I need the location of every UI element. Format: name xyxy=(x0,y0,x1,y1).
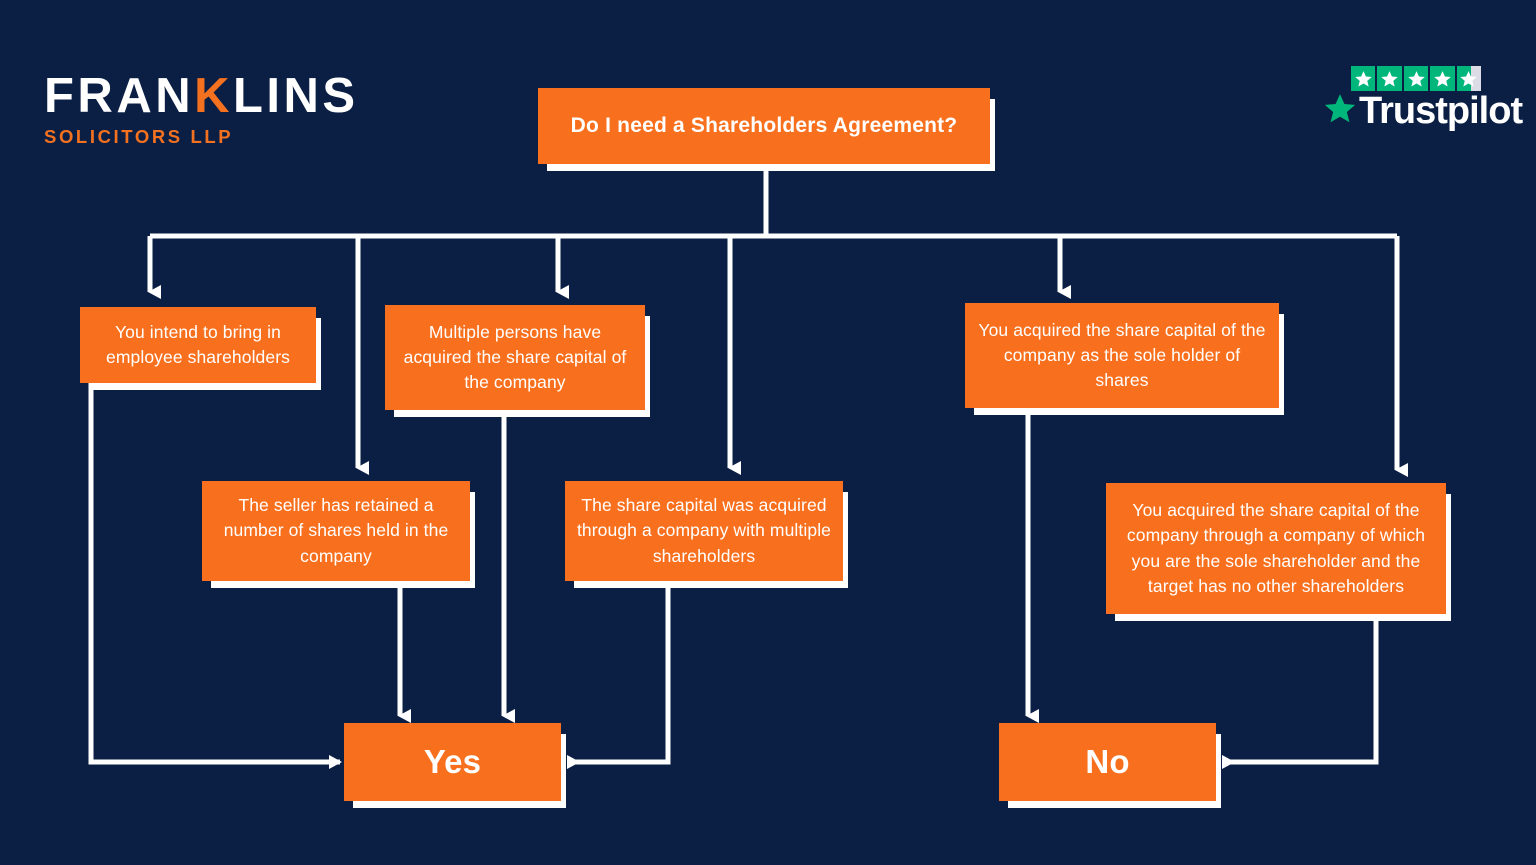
trustpilot-star-icon xyxy=(1323,92,1357,130)
node-multiple-persons-acquired[interactable]: Multiple persons have acquired the share… xyxy=(385,305,645,410)
star-icon xyxy=(1377,66,1402,91)
trustpilot-badge[interactable]: Trustpilot xyxy=(1323,66,1523,130)
half-star-icon xyxy=(1456,66,1482,91)
logo-wordmark: FRANKLINS xyxy=(44,72,359,121)
node-label: The seller has retained a number of shar… xyxy=(223,495,449,566)
node-label: Multiple persons have acquired the share… xyxy=(403,321,627,392)
edge-c6-to-no xyxy=(1222,614,1379,769)
node-title-question[interactable]: Do I need a Shareholders Agreement? xyxy=(538,88,990,164)
node-outcome-yes[interactable]: Yes xyxy=(344,723,561,801)
logo-tagline: SOLICITORS LLP xyxy=(44,126,234,147)
logo-word-part1: FRAN xyxy=(44,69,195,123)
node-seller-retained-shares[interactable]: The seller has retained a number of shar… xyxy=(202,481,470,581)
node-label: No xyxy=(1085,743,1130,781)
franklins-logo: FRANKLINS SOLICITORS LLP xyxy=(44,72,359,147)
node-label: You acquired the share capital of the co… xyxy=(1126,500,1426,596)
logo-word-highlight: K xyxy=(194,69,233,123)
trustpilot-wordmark: Trustpilot xyxy=(1323,92,1523,130)
node-label: You acquired the share capital of the co… xyxy=(978,319,1266,390)
node-acquired-via-sole-shareholder-company[interactable]: You acquired the share capital of the co… xyxy=(1106,483,1446,614)
node-label: Do I need a Shareholders Agreement? xyxy=(570,113,958,137)
node-label: The share capital was acquired through a… xyxy=(576,495,832,566)
star-icon xyxy=(1351,66,1376,91)
logo-word-part2: LINS xyxy=(232,69,359,123)
node-acquired-via-multi-shareholder-company[interactable]: The share capital was acquired through a… xyxy=(565,481,843,581)
trustpilot-label: Trustpilot xyxy=(1359,90,1523,132)
node-sole-holder-of-shares[interactable]: You acquired the share capital of the co… xyxy=(965,303,1279,408)
star-icon xyxy=(1430,66,1455,91)
node-outcome-no[interactable]: No xyxy=(999,723,1216,801)
star-icon xyxy=(1403,66,1429,91)
trustpilot-star-rating xyxy=(1351,66,1482,91)
edge-c5-to-yes xyxy=(567,581,671,769)
node-employee-shareholders[interactable]: You intend to bring in employee sharehol… xyxy=(80,307,316,383)
node-label: You intend to bring in employee sharehol… xyxy=(105,321,290,367)
node-label: Yes xyxy=(423,743,482,781)
